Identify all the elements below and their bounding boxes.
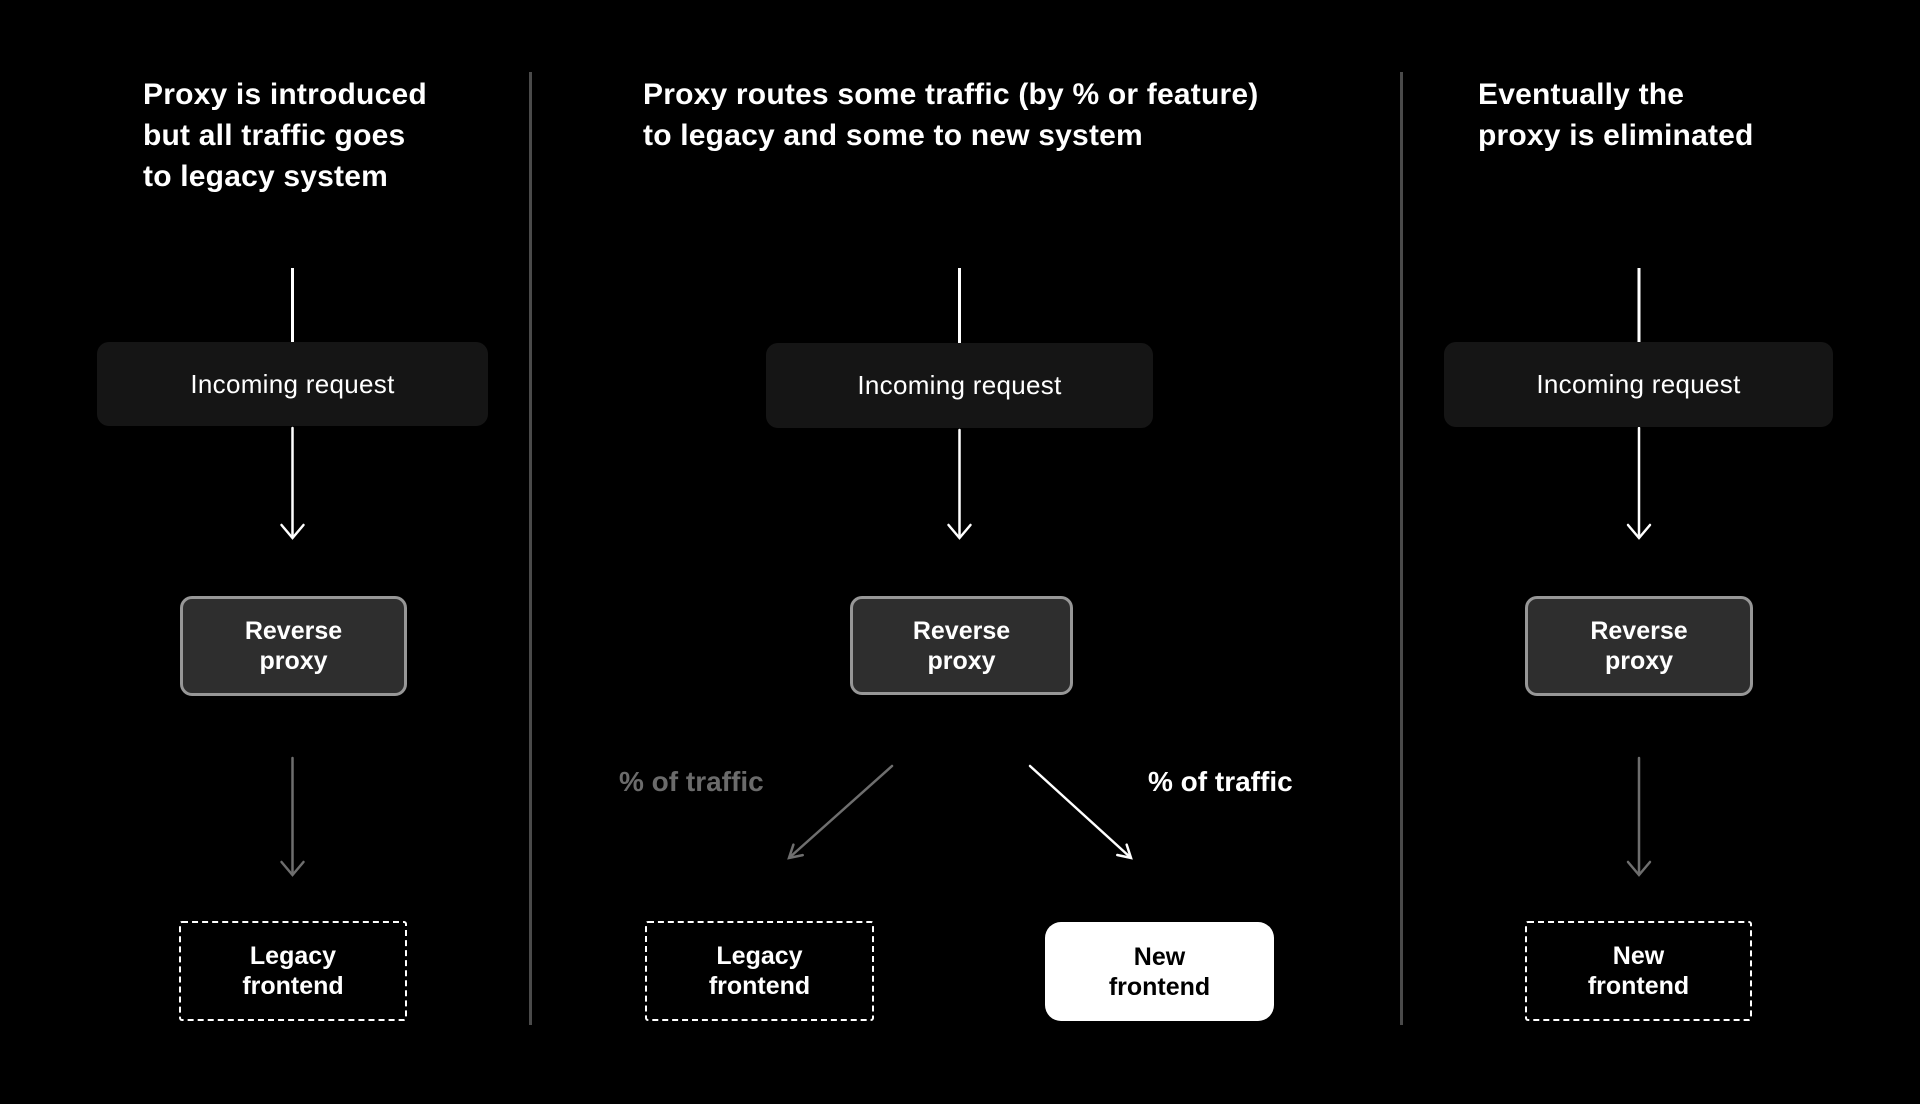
new-frontend-node: New frontend xyxy=(1525,921,1752,1021)
reverse-proxy-node: Reverse proxy xyxy=(1525,596,1753,696)
arrowhead-icon xyxy=(1626,860,1652,877)
reverse-proxy-node: Reverse proxy xyxy=(850,596,1073,695)
arrow-proxy-to-new-2 xyxy=(1028,764,1133,860)
incoming-request-node: Incoming request xyxy=(766,343,1153,428)
arrowhead-icon xyxy=(1626,523,1652,540)
panel-divider-2 xyxy=(1400,72,1403,1025)
arrow-incoming-to-proxy-2 xyxy=(947,428,972,540)
arrow-incoming-to-proxy-3 xyxy=(1626,426,1652,540)
arrowhead-icon xyxy=(280,523,305,540)
arrow-proxy-to-legacy-1 xyxy=(280,756,305,877)
arrowhead-icon xyxy=(947,523,972,540)
panel-title: Proxy routes some traffic (by % or featu… xyxy=(643,78,1259,152)
legacy-frontend-node: Legacy frontend xyxy=(179,921,407,1021)
panel-title: Eventually the proxy is eliminated xyxy=(1478,78,1754,152)
legacy-frontend-node: Legacy frontend xyxy=(645,921,874,1021)
panel-title: Proxy is introduced but all traffic goes… xyxy=(143,78,427,193)
arrow-proxy-to-new-3 xyxy=(1626,756,1652,877)
arrowhead-icon xyxy=(280,860,305,877)
traffic-percent-label-right: % of traffic xyxy=(1148,766,1293,797)
arrow-incoming-to-proxy-1 xyxy=(280,426,305,540)
incoming-request-node: Incoming request xyxy=(97,342,488,426)
arrowhead-icon xyxy=(787,843,804,860)
reverse-proxy-node: Reverse proxy xyxy=(180,596,407,696)
arrow-proxy-to-legacy-2 xyxy=(787,764,894,860)
traffic-percent-label-left: % of traffic xyxy=(619,766,764,797)
new-frontend-node: New frontend xyxy=(1045,922,1274,1021)
incoming-request-node: Incoming request xyxy=(1444,342,1833,427)
arrowhead-icon xyxy=(1116,843,1133,860)
panel-divider-1 xyxy=(529,72,532,1025)
